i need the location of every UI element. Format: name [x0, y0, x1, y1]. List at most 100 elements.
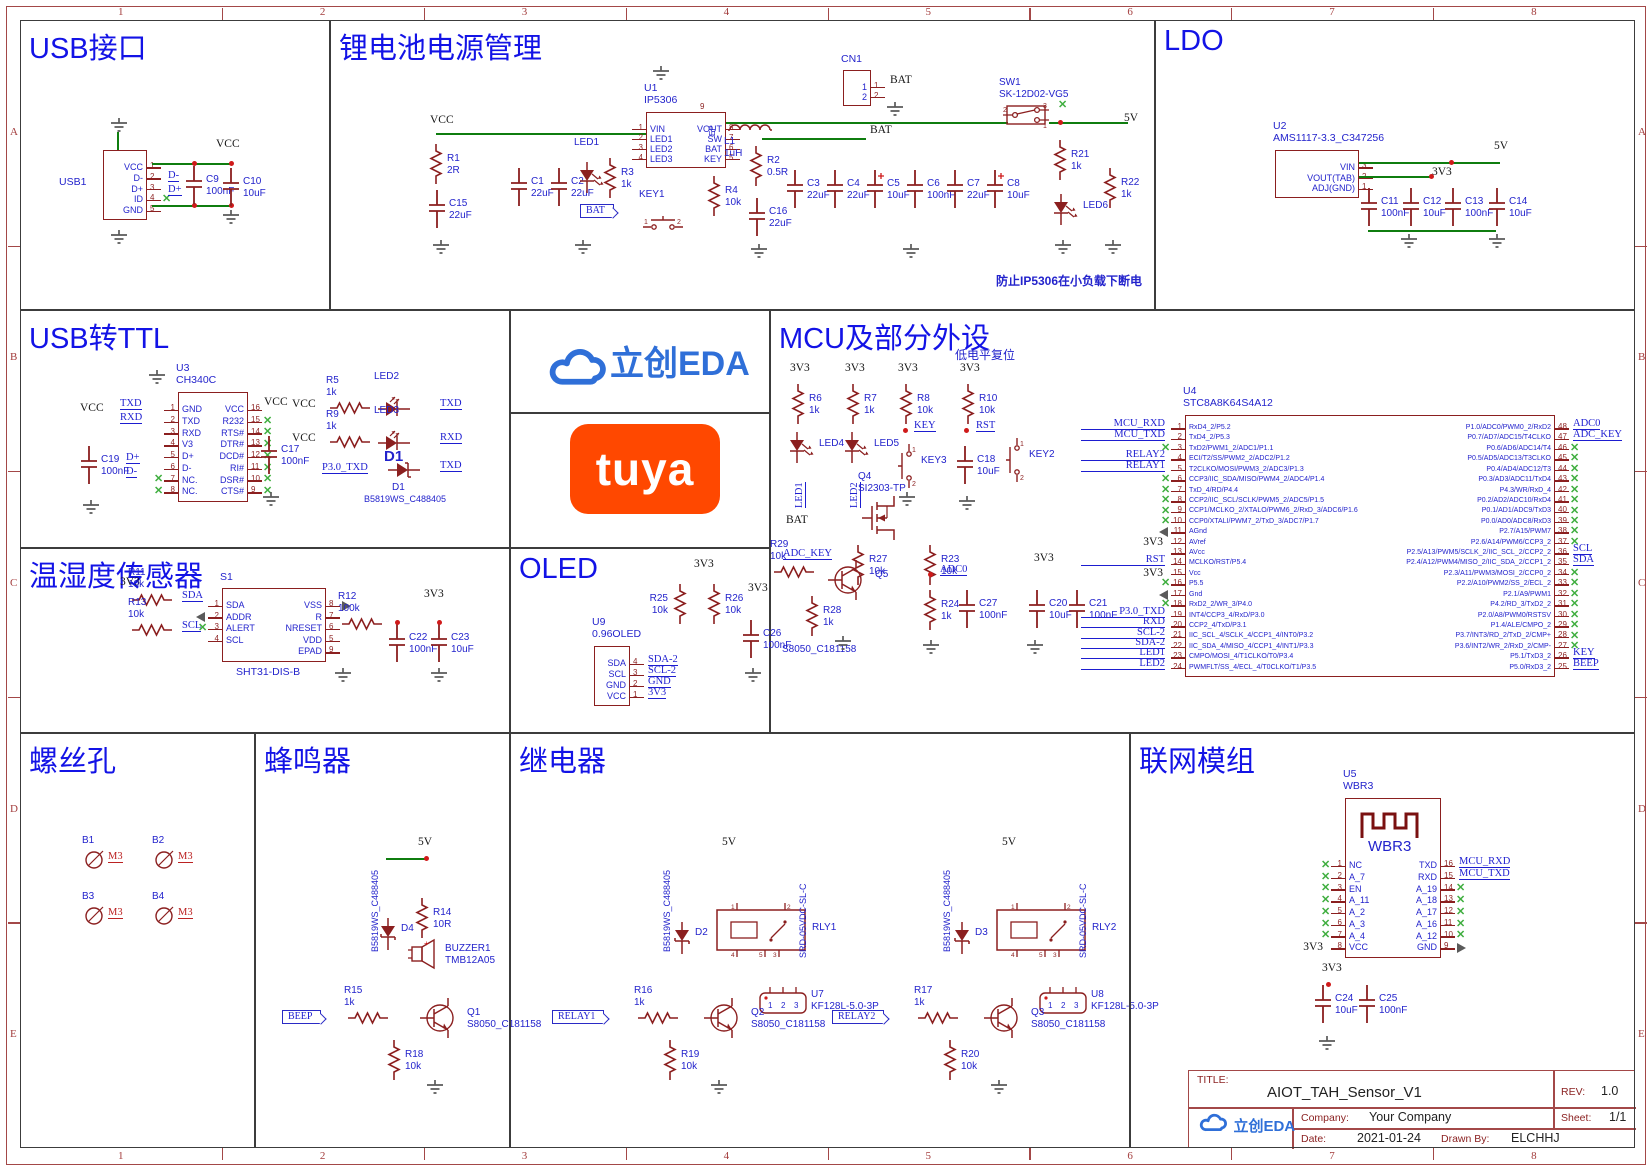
- section-logos: [510, 310, 770, 548]
- pin-P2.1/A9/PWM1: P2.1/A9/PWM1: [1503, 590, 1551, 598]
- pin-DCD#: DCD#: [219, 451, 244, 461]
- power-label-3V3: 3V3: [898, 362, 918, 374]
- junction: [229, 161, 234, 166]
- part-R10: [960, 384, 976, 429]
- frame-col-4: 4: [723, 6, 730, 18]
- junction: [964, 428, 969, 433]
- pin-MCLKO/RST/P5.4: MCLKO/RST/P5.4: [1189, 559, 1247, 567]
- part-label-D3: D3: [975, 927, 988, 938]
- pin-P0.5/AD5/ADC13/T3CLKO: P0.5/AD5/ADC13/T3CLKO: [1467, 455, 1551, 463]
- frame-col-1: 1: [117, 1150, 124, 1162]
- pin-stub: [1171, 605, 1185, 607]
- no-connect-icon: ✕: [1456, 882, 1466, 895]
- section-title-liion: 锂电池电源管理: [339, 33, 543, 65]
- part-R19: [662, 1040, 678, 1085]
- frame-tick: [625, 1148, 627, 1160]
- pin-number: 3: [1337, 882, 1342, 892]
- section-title-buzzer: 蜂鸣器: [264, 746, 352, 778]
- gnd-symbol: [428, 668, 450, 690]
- pin-stub: [1171, 490, 1185, 493]
- gnd-symbol: [260, 492, 282, 514]
- svg-text:1: 1: [644, 219, 648, 226]
- pin-R: R: [315, 611, 323, 622]
- pin-P2.7/A15/PWM7: P2.7/A15/PWM7: [1499, 528, 1551, 536]
- pin-ADDR: ADDR: [226, 611, 252, 622]
- pin-Vcc: Vcc: [1189, 569, 1201, 577]
- svg-text:2: 2: [1061, 1001, 1066, 1010]
- screw-size-B1: M3: [108, 851, 123, 863]
- pin-stub: [1171, 459, 1185, 461]
- pin-A_2: A_2: [1349, 907, 1366, 917]
- part-C22: [388, 624, 406, 667]
- section-title-mcu: MCU及部分外设: [779, 323, 991, 355]
- date-value: 2021-01-24: [1357, 1131, 1421, 1145]
- net-label-ADC0: ADC0: [1573, 418, 1601, 431]
- pin-stub: [208, 629, 222, 631]
- gnd-symbol: [742, 668, 764, 690]
- pin-number: 1: [1177, 422, 1182, 431]
- pin-stub: [164, 445, 178, 447]
- pin-stub: [248, 468, 262, 471]
- net-label-LED1: LED1: [1081, 647, 1165, 660]
- gnd-symbol: [332, 668, 354, 690]
- pin-stub: [147, 167, 161, 169]
- pin-number: 7: [1177, 484, 1182, 494]
- net-label-SDA: SDA: [1573, 553, 1595, 566]
- net-label-GND: GND: [648, 675, 671, 688]
- part-label-KEY3: KEY3: [921, 455, 947, 466]
- section-screw: [20, 733, 255, 1148]
- pin-stub: [1171, 532, 1185, 534]
- pin-stub: [726, 149, 740, 151]
- pin-number: 2: [633, 679, 638, 688]
- power-label-3V3: 3V3: [1322, 962, 1342, 974]
- pin-VDD: VDD: [302, 634, 322, 645]
- pin-stub: [326, 605, 340, 608]
- pin-NC.: NC.: [182, 486, 198, 497]
- pin-P2.2/A10/PWM2/SS_2/ECL_2: P2.2/A10/PWM2/SS_2/ECL_2: [1456, 580, 1551, 588]
- company-label: Company:: [1301, 1112, 1349, 1124]
- gnd-symbol: [650, 66, 672, 88]
- no-connect-icon: ✕: [1570, 619, 1580, 632]
- frame-tick: [1433, 8, 1435, 20]
- part-R7: [845, 384, 861, 429]
- pin-GND: GND: [182, 404, 202, 414]
- pin-number: 45: [1558, 453, 1567, 463]
- gnd-symbol: [1052, 240, 1074, 262]
- frame-col-5: 5: [925, 1150, 931, 1162]
- lceda-cloud-icon: [1199, 1113, 1229, 1137]
- part-R3: [602, 158, 618, 203]
- frame-tick: [1029, 1148, 1031, 1160]
- svg-text:4: 4: [1011, 952, 1015, 958]
- svg-text:5: 5: [1039, 952, 1043, 958]
- pin-stub: [1441, 877, 1455, 880]
- power-label-3V3: 3V3: [120, 576, 140, 588]
- frame-tick: [1433, 1148, 1435, 1160]
- junction: [192, 161, 197, 166]
- wire: [436, 133, 646, 135]
- pin-P2.6/A14/PWM6/CCP3_2: P2.6/A14/PWM6/CCP3_2: [1470, 538, 1551, 546]
- pin-P0.7/AD7/ADC15/T4CLKO: P0.7/AD7/ADC15/T4CLKO: [1467, 434, 1551, 442]
- svg-text:3: 3: [1043, 103, 1047, 110]
- pin-A_4: A_4: [1349, 930, 1366, 941]
- pin-stub: [1171, 428, 1185, 430]
- pin-stub: [1555, 521, 1569, 524]
- pin-stub: [1555, 480, 1569, 482]
- pin-number: 28: [1558, 630, 1567, 640]
- no-connect-icon: ✕: [1321, 905, 1331, 918]
- text-防止IP5306在小负载下断电: 防止IP5306在小负载下断电: [996, 274, 1143, 288]
- pin-stub: [1171, 511, 1185, 513]
- pin-number: 15: [1444, 870, 1453, 880]
- part-R22: [1102, 168, 1118, 213]
- no-connect-icon: ✕: [1570, 639, 1580, 652]
- svg-text:3: 3: [794, 1001, 799, 1010]
- section-mcu: [770, 310, 1635, 733]
- part-C8: [986, 170, 1004, 213]
- section-usbttl: [20, 310, 510, 548]
